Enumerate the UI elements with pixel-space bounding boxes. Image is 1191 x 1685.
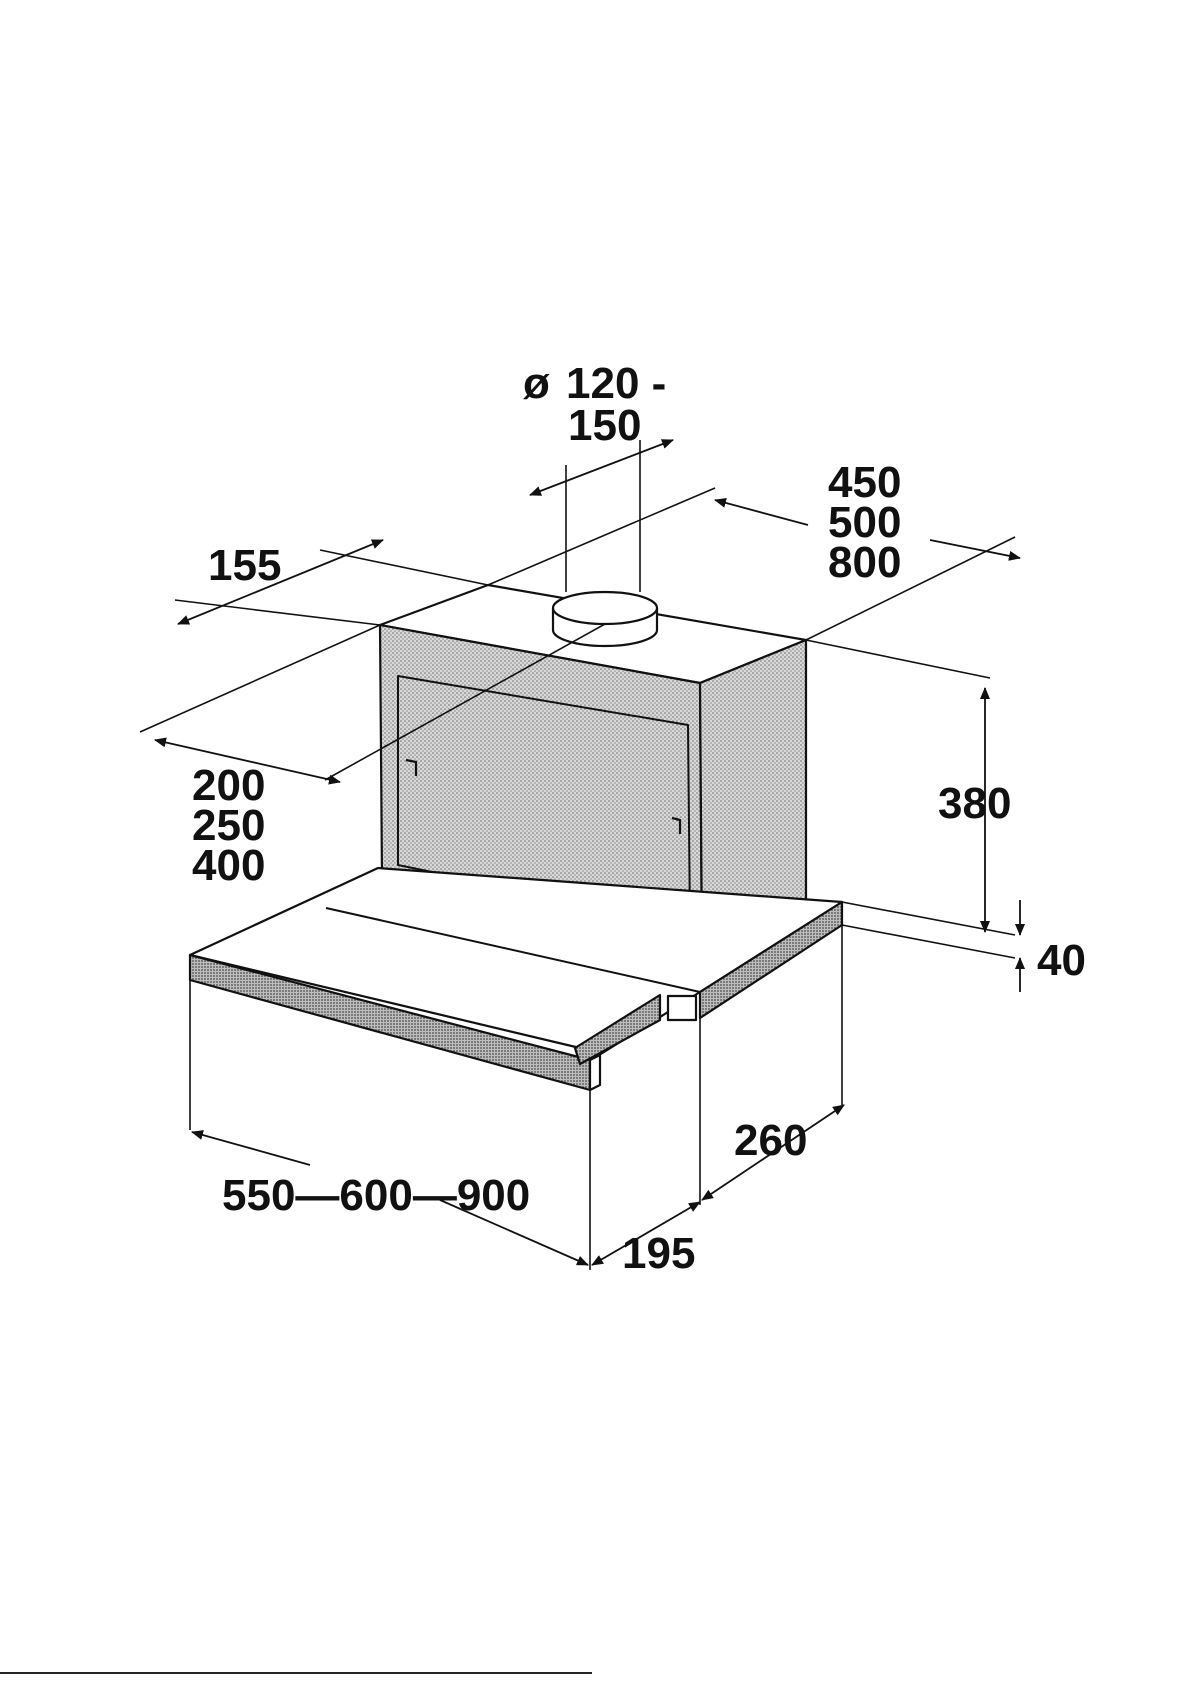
width-arrow-right: [930, 540, 1020, 558]
footer-rule: [0, 1672, 592, 1674]
width-option-3: 800: [828, 538, 901, 587]
visor-panel: [190, 868, 842, 1090]
duct-collar: [553, 592, 657, 646]
visor-end-cap: [590, 1055, 600, 1090]
extended-depth-label: 260: [734, 1116, 807, 1165]
height-label: 380: [938, 779, 1011, 828]
depth-offset-label: 155: [208, 541, 281, 590]
duct-offset-option-3: 400: [192, 841, 265, 890]
visor-width-arrow-left: [192, 1132, 310, 1165]
retracted-depth-label: 195: [622, 1229, 695, 1278]
visor-slot: [668, 996, 696, 1020]
visor-width-label: 550—600—900: [222, 1171, 530, 1220]
thickness-label: 40: [1037, 936, 1086, 985]
duct-diameter-label-2: 150: [568, 401, 641, 450]
duct-diameter-symbol: ø: [523, 359, 550, 408]
width-arrow-left: [715, 500, 808, 525]
